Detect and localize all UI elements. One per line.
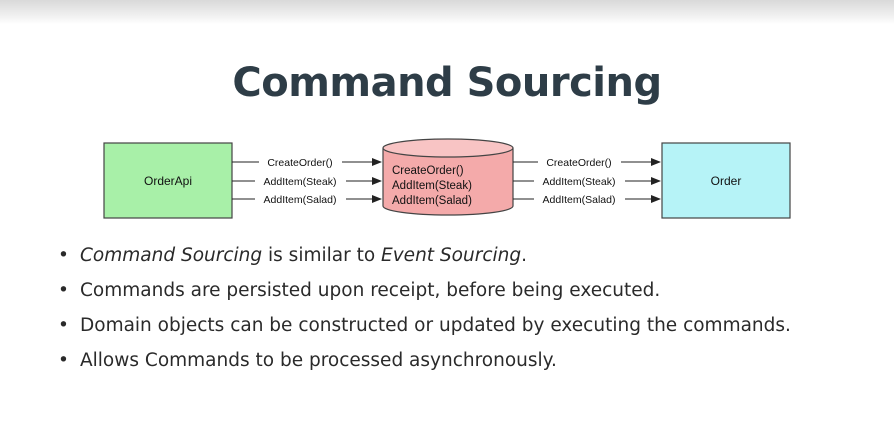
bullet-text: Commands are persisted upon receipt, bef… (80, 280, 661, 301)
slide (0, 24, 894, 431)
order-api-box: OrderApi (103, 142, 233, 219)
label-bg (255, 174, 346, 187)
bullet-text: Allows Commands to be processed asynchro… (80, 350, 557, 371)
label-bg (259, 155, 342, 168)
store-item-add-salad: AddItem(Salad) (392, 195, 472, 207)
command-store-cylinder: CreateOrder() AddItem(Steak) AddItem(Sal… (382, 138, 514, 216)
msg-left-add-steak: AddItem(Steak) (264, 176, 337, 188)
bullet-item: • Domain objects can be constructed or up… (58, 308, 791, 343)
store-item-add-steak: AddItem(Steak) (392, 180, 472, 192)
bullet-dot: • (58, 350, 69, 371)
msg-right-add-steak: AddItem(Steak) (543, 176, 616, 188)
bullet-item: • Allows Commands to be processed asynchr… (58, 343, 791, 378)
order-label: Order (711, 174, 742, 188)
left-message-arrows: CreateOrder() AddItem(Steak) AddItem(Sal… (232, 155, 382, 206)
window-top-bar (0, 0, 894, 24)
order-box-rect (661, 142, 791, 219)
msg-right-add-salad: AddItem(Salad) (543, 194, 616, 206)
bullet-dot: • (58, 315, 69, 336)
bullet-list: • Command Sourcing is similar to Event So… (58, 238, 791, 378)
cylinder-body (382, 148, 514, 216)
label-bg (255, 192, 346, 205)
msg-right-create-order: CreateOrder() (546, 157, 611, 169)
bullet-text: . (521, 245, 527, 266)
order-box: Order (661, 142, 791, 219)
label-bg (538, 155, 621, 168)
store-item-create-order: CreateOrder() (392, 165, 464, 177)
msg-left-create-order: CreateOrder() (267, 157, 332, 169)
label-bg (534, 192, 625, 205)
label-bg (534, 174, 625, 187)
order-api-label: OrderApi (144, 174, 192, 188)
slide-title: Command Sourcing (232, 60, 662, 106)
msg-left-add-salad: AddItem(Salad) (264, 194, 337, 206)
bullet-item: • Commands are persisted upon receipt, be… (58, 273, 791, 308)
bullet-emphasis: Command Sourcing (80, 245, 263, 266)
bullet-dot: • (58, 280, 69, 301)
bullet-text: is similar to (262, 245, 382, 266)
right-message-arrows: CreateOrder() AddItem(Steak) AddItem(Sal… (513, 155, 661, 206)
bullet-item: • Command Sourcing is similar to Event So… (58, 238, 791, 273)
bullet-dot: • (58, 245, 69, 266)
bullet-text: Domain objects can be constructed or upd… (80, 315, 791, 336)
cylinder-top (382, 138, 514, 158)
bullet-emphasis: Event Sourcing (381, 245, 522, 266)
